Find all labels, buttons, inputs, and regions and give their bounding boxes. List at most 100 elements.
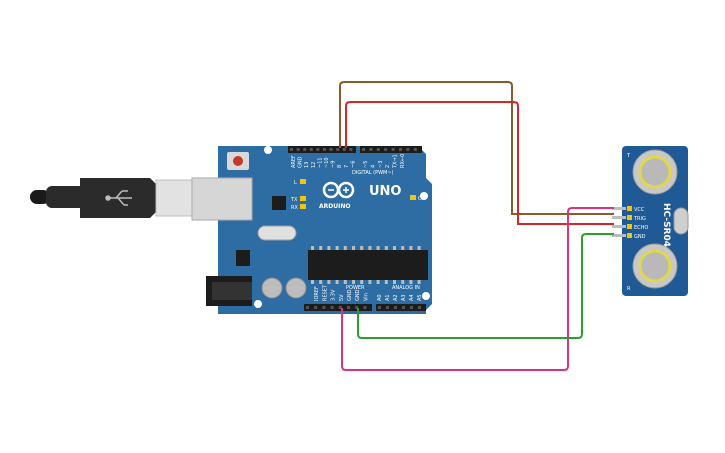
header-pin-hole[interactable] bbox=[296, 148, 300, 151]
header-pin-hole[interactable] bbox=[338, 306, 342, 309]
header-pin-hole[interactable] bbox=[402, 306, 405, 309]
usb-jack bbox=[191, 177, 253, 221]
header-pin-hole[interactable] bbox=[342, 148, 346, 151]
digital-pin-label: ~10 bbox=[324, 157, 330, 168]
sensor-pin[interactable] bbox=[612, 234, 626, 237]
digital-pin-label: ~11 bbox=[317, 157, 323, 168]
usb-cable bbox=[30, 178, 195, 218]
header-pin-hole[interactable] bbox=[410, 306, 413, 309]
cable-strain-tip bbox=[30, 190, 50, 204]
chip-pin bbox=[417, 280, 421, 284]
chip-pin bbox=[343, 246, 347, 250]
digital-header-label: DIGITAL (PWM~) bbox=[352, 170, 394, 176]
sensor-pin-pad bbox=[627, 224, 632, 229]
header-pin-hole[interactable] bbox=[406, 148, 410, 151]
header-pin-hole[interactable] bbox=[347, 306, 350, 309]
chip-pin bbox=[384, 246, 388, 250]
chip-pin bbox=[311, 280, 314, 284]
analog-pin-label: A5 bbox=[417, 294, 423, 301]
header-pin-hole[interactable] bbox=[323, 148, 326, 151]
analog-pin-label: A2 bbox=[393, 294, 399, 301]
sensor-bottom-mark: R bbox=[627, 286, 631, 292]
sensor-pin[interactable] bbox=[612, 216, 626, 219]
header-pin-hole[interactable] bbox=[386, 306, 389, 309]
power-pin-label: RESET bbox=[322, 284, 328, 301]
led-on bbox=[410, 195, 416, 200]
header-pin-hole[interactable] bbox=[303, 148, 307, 151]
chip-pin bbox=[417, 246, 421, 250]
mounting-hole bbox=[264, 146, 272, 154]
header-pin-hole[interactable] bbox=[369, 148, 373, 151]
mounting-hole bbox=[254, 300, 262, 308]
led-l-label: L bbox=[294, 180, 297, 186]
header-pin-hole[interactable] bbox=[316, 148, 320, 151]
ultrasonic-transducer-bottom bbox=[632, 243, 678, 289]
header-pin-hole[interactable] bbox=[290, 148, 293, 151]
sensor-pin[interactable] bbox=[612, 225, 626, 228]
sensor-pin-pad bbox=[627, 233, 632, 238]
chip-pin bbox=[409, 246, 413, 250]
header-pin-hole[interactable] bbox=[329, 148, 333, 151]
chip-pin bbox=[319, 280, 323, 284]
chip-pin bbox=[376, 246, 380, 250]
led-l bbox=[300, 179, 306, 184]
capacitor bbox=[261, 277, 283, 299]
header-pin-hole[interactable] bbox=[391, 148, 395, 151]
wire-vcc[interactable] bbox=[341, 207, 614, 371]
digital-pin-label: 2 bbox=[385, 165, 391, 168]
chip-pin bbox=[360, 246, 364, 250]
digital-pin-label: 13 bbox=[304, 162, 310, 168]
digital-pin-label: 4 bbox=[370, 165, 376, 168]
led-rx bbox=[300, 204, 306, 209]
header-pin-hole[interactable] bbox=[355, 306, 359, 309]
header-pin-hole[interactable] bbox=[384, 148, 388, 151]
header-pin-hole[interactable] bbox=[394, 306, 397, 309]
chip-pin bbox=[335, 246, 339, 250]
header-pin-hole[interactable] bbox=[413, 148, 417, 151]
reset-button-cap[interactable] bbox=[233, 156, 243, 166]
header-pin-hole[interactable] bbox=[314, 306, 318, 309]
chip-pin bbox=[343, 280, 347, 284]
header-pin-hole[interactable] bbox=[378, 306, 381, 309]
header-pin-hole[interactable] bbox=[309, 148, 313, 151]
power-pin-label: 3.3V bbox=[331, 289, 337, 301]
sensor-pin-pad bbox=[627, 206, 632, 211]
header-pin-hole[interactable] bbox=[349, 148, 353, 151]
header-pin-hole[interactable] bbox=[376, 148, 380, 151]
analog-pin-label: A1 bbox=[385, 294, 391, 301]
sensor-pin[interactable] bbox=[612, 207, 626, 210]
chip-pin bbox=[327, 246, 331, 250]
header-pin-hole[interactable] bbox=[399, 148, 402, 151]
power-pin-label: IOREF bbox=[314, 286, 320, 301]
header-pin-hole[interactable] bbox=[336, 148, 340, 151]
header-pin-hole[interactable] bbox=[306, 306, 309, 309]
header-pin-hole[interactable] bbox=[418, 306, 421, 309]
header-pin-hole[interactable] bbox=[363, 306, 367, 309]
crystal-oscillator bbox=[257, 225, 297, 241]
chip-pin bbox=[368, 246, 372, 250]
header-pin-hole[interactable] bbox=[330, 306, 334, 309]
header-pins bbox=[290, 148, 421, 309]
cable-strain-relief bbox=[46, 186, 86, 208]
digital-pin-label: ~6 bbox=[350, 161, 356, 168]
digital-pin-label: AREF bbox=[291, 155, 297, 168]
header-pin-hole[interactable] bbox=[362, 148, 365, 151]
analog-header-label: ANALOG IN bbox=[392, 285, 420, 291]
led-on-label: ON bbox=[418, 196, 426, 202]
chip-pin bbox=[376, 280, 380, 284]
digital-pin-label: GND bbox=[298, 156, 304, 168]
board-brand-label: ARDUINO bbox=[319, 203, 350, 210]
led-tx bbox=[300, 196, 306, 201]
arduino-logo-icon bbox=[322, 181, 355, 199]
wire-echo[interactable] bbox=[345, 101, 614, 225]
header-pin-hole[interactable] bbox=[322, 306, 326, 309]
wire-gnd[interactable] bbox=[357, 233, 614, 339]
digital-pin-label: RX←0 bbox=[400, 154, 406, 168]
wire-trig[interactable] bbox=[339, 81, 614, 215]
chip-pin bbox=[401, 280, 405, 284]
sensor-pin-label: ECHO bbox=[634, 225, 648, 231]
